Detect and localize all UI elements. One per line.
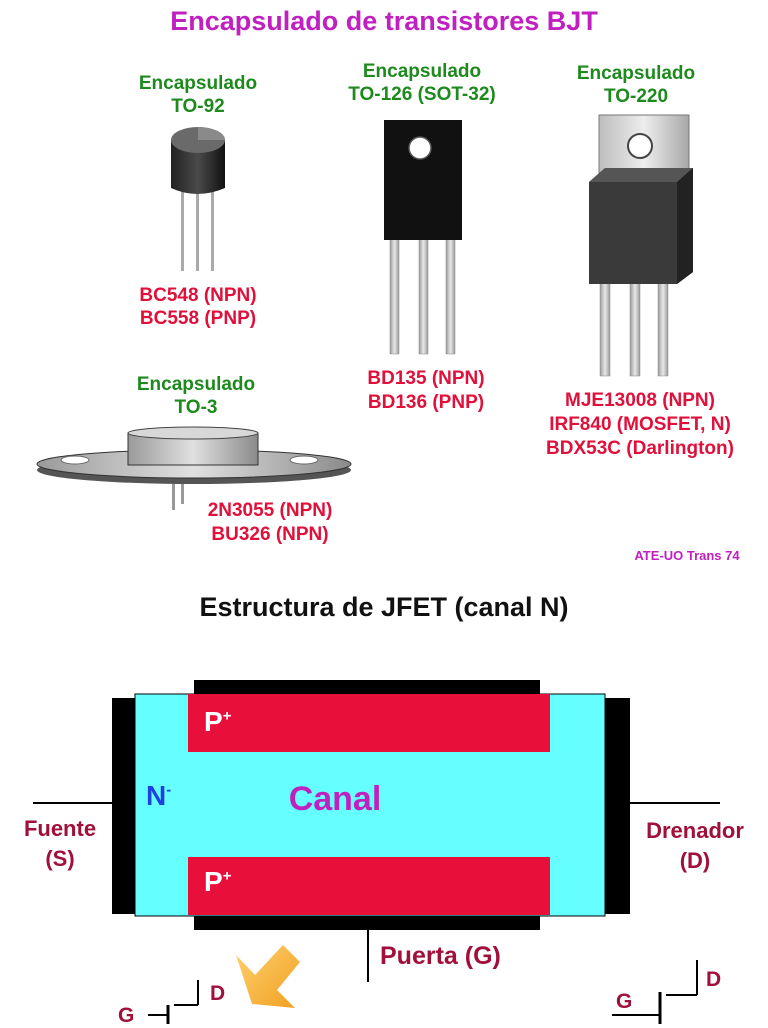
n-minus-label: N- <box>146 780 172 811</box>
jfet-structure <box>33 680 720 982</box>
slide-footer: ATE-UO Trans 74 <box>634 548 740 563</box>
canal-label: Canal <box>288 780 382 818</box>
to3-label-line2: TO-3 <box>174 397 218 418</box>
source-label-line2: (S) <box>45 846 75 871</box>
to126-part-1: BD135 (NPN) <box>367 368 485 389</box>
p-plus-bottom-label: P+ <box>204 866 232 897</box>
to3-part-2: BU326 (NPN) <box>211 524 329 545</box>
to126-label-line1: Encapsulado <box>362 61 482 82</box>
p-plus-top-label: P+ <box>204 706 232 737</box>
source-label-line1: Fuente <box>23 816 97 841</box>
to126-label-line2: TO-126 (SOT-32) <box>348 84 496 105</box>
slide2-title: Estructura de JFET (canal N) <box>199 592 569 622</box>
to126-part-2: BD136 (PNP) <box>367 392 485 413</box>
to220-label-line2: TO-220 <box>603 86 669 107</box>
to92-part-2: BC558 (PNP) <box>139 308 257 329</box>
symbol-right-gate-label: G <box>616 990 633 1013</box>
to3-part-1: 2N3055 (NPN) <box>207 500 333 521</box>
to92-package <box>171 127 225 271</box>
symbol-left-drain-label: D <box>210 982 226 1005</box>
symbol-left-gate-label: G <box>118 1004 135 1027</box>
to220-part-1: MJE13008 (NPN) <box>565 390 715 411</box>
pointer-arrow <box>236 945 300 1008</box>
to220-label-line1: Encapsulado <box>576 63 696 84</box>
to3-package <box>36 426 352 510</box>
to126-package <box>384 120 462 355</box>
drain-label-line2: (D) <box>679 848 711 873</box>
drain-label-line1: Drenador <box>646 818 744 843</box>
to92-label-line1: Encapsulado <box>138 73 258 94</box>
to92-part-1: BC548 (NPN) <box>139 285 257 306</box>
slide1-title: Encapsulado de transistores BJT <box>170 6 598 36</box>
to3-label-line1: Encapsulado <box>136 374 256 395</box>
jfet-symbol-left <box>148 980 199 1024</box>
symbol-right-drain-label: D <box>706 968 722 991</box>
to92-label-line2: TO-92 <box>171 96 225 117</box>
to220-part-3: BDX53C (Darlington) <box>546 438 734 459</box>
gate-label: Puerta (G) <box>380 942 501 970</box>
to220-package <box>589 114 693 377</box>
to220-part-2: IRF840 (MOSFET, N) <box>549 414 731 435</box>
jfet-symbol-right <box>612 960 698 1024</box>
